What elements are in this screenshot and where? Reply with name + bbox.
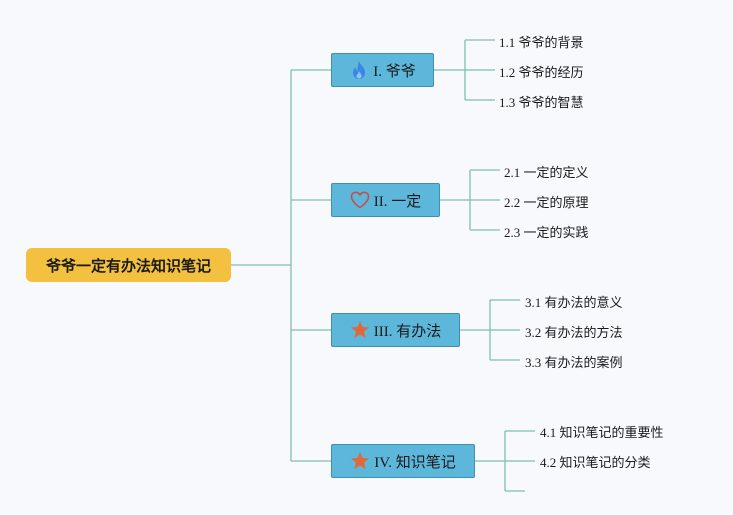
leaf-label: 2.2 一定的原理: [504, 194, 589, 210]
branch-node-yeye[interactable]: I. 爷爷: [331, 53, 434, 87]
star-icon: [350, 451, 370, 471]
branch-node-yiding[interactable]: II. 一定: [331, 183, 440, 217]
branch-label: III. 有办法: [373, 323, 442, 340]
leaf-label: 2.3 一定的实践: [504, 224, 589, 240]
leaf-node[interactable]: 2.1 一定的定义: [504, 161, 589, 181]
root-label: 爷爷一定有办法知识笔记: [45, 257, 211, 275]
leaf-node[interactable]: 2.2 一定的原理: [504, 191, 589, 211]
leaf-node[interactable]: 4.1 知识笔记的重要性: [540, 421, 664, 441]
heart-outline-icon: [350, 190, 370, 210]
branch-label: I. 爷爷: [373, 63, 416, 80]
leaf-label: 1.2 爷爷的经历: [499, 64, 584, 80]
leaf-label: 4.1 知识笔记的重要性: [540, 424, 664, 440]
leaf-node[interactable]: 3.1 有办法的意义: [525, 291, 623, 311]
leaf-label: 1.1 爷爷的背景: [499, 34, 584, 50]
branch-node-youbanfa[interactable]: III. 有办法: [331, 313, 460, 347]
leaf-label: 3.2 有办法的方法: [525, 324, 623, 340]
leaf-label: 4.2 知识笔记的分类: [540, 454, 651, 470]
leaf-node[interactable]: 2.3 一定的实践: [504, 221, 589, 241]
leaf-node[interactable]: 4.2 知识笔记的分类: [540, 451, 651, 471]
leaf-node[interactable]: 3.3 有办法的案例: [525, 351, 623, 371]
branch-node-zhishibiji[interactable]: IV. 知识笔记: [331, 444, 475, 478]
leaf-label: 2.1 一定的定义: [504, 164, 589, 180]
root-node[interactable]: 爷爷一定有办法知识笔记: [26, 248, 231, 282]
star-icon: [350, 320, 370, 340]
leaf-label: 3.1 有办法的意义: [525, 294, 623, 310]
leaf-node[interactable]: 1.2 爷爷的经历: [499, 61, 584, 81]
leaf-label: 1.3 爷爷的智慧: [499, 94, 584, 110]
leaf-node[interactable]: 1.3 爷爷的智慧: [499, 91, 584, 111]
branch-label: II. 一定: [373, 193, 422, 210]
leaf-label: 3.3 有办法的案例: [525, 354, 623, 370]
leaf-node[interactable]: 1.1 爷爷的背景: [499, 31, 584, 51]
flame-icon: [349, 60, 369, 80]
leaf-node[interactable]: 3.2 有办法的方法: [525, 321, 623, 341]
branch-label: IV. 知识笔记: [374, 454, 456, 471]
